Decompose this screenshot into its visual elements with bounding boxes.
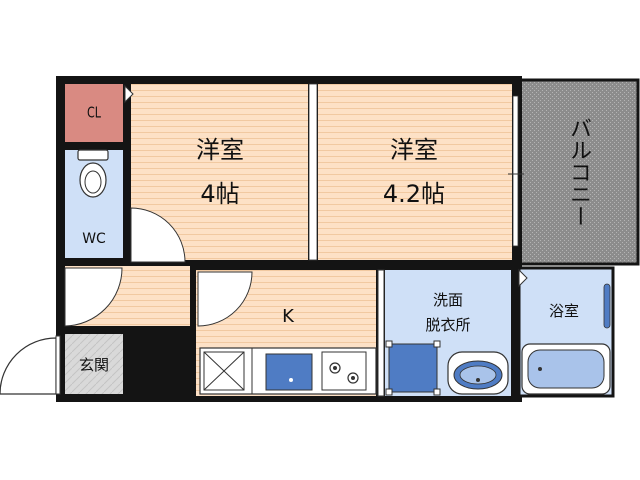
entrance-label: 玄関 (79, 356, 109, 374)
western2-name-label: 洋室 (390, 136, 438, 164)
kitchen-counter (199, 347, 377, 395)
fridge-space-icon (203, 351, 245, 391)
kitchen-sink-icon (265, 353, 313, 391)
wc-door-icon (130, 207, 186, 263)
room1-door-icon (64, 267, 123, 327)
stove-icon (321, 351, 367, 391)
washroom-door-icon (377, 269, 385, 397)
balcony (518, 78, 640, 266)
kitchen-label: K (282, 306, 295, 327)
entrance-door-icon (0, 335, 61, 395)
washbasin-icon (447, 351, 509, 395)
western1-name-label: 洋室 (196, 136, 244, 164)
closet (65, 84, 123, 142)
bath-marker-icon (518, 268, 528, 288)
washroom (385, 270, 511, 396)
western2-size-label: 4.2帖 (383, 180, 445, 208)
shower-icon (603, 283, 611, 329)
bathtub-icon (521, 343, 611, 395)
kitchen-door-icon (197, 271, 253, 327)
closet-label: CL (87, 104, 101, 122)
western-room-2 (318, 84, 512, 260)
bathroom-label: 浴室 (549, 302, 579, 320)
washroom-label-line1: 洗面 (433, 291, 463, 309)
bathroom (517, 266, 615, 398)
wc-label: WC (82, 231, 106, 247)
toilet-icon (77, 149, 109, 198)
entrance (65, 334, 123, 394)
washroom-label-line2: 脱衣所 (425, 316, 470, 334)
western1-size-label: 4帖 (200, 180, 239, 208)
balcony-window-icon (508, 95, 524, 247)
balcony-label: バルコニー (566, 117, 591, 227)
wc-room (65, 149, 123, 258)
closet-marker-icon (124, 84, 134, 104)
partition-slider-icon (308, 83, 318, 261)
washing-machine-icon (385, 340, 441, 396)
